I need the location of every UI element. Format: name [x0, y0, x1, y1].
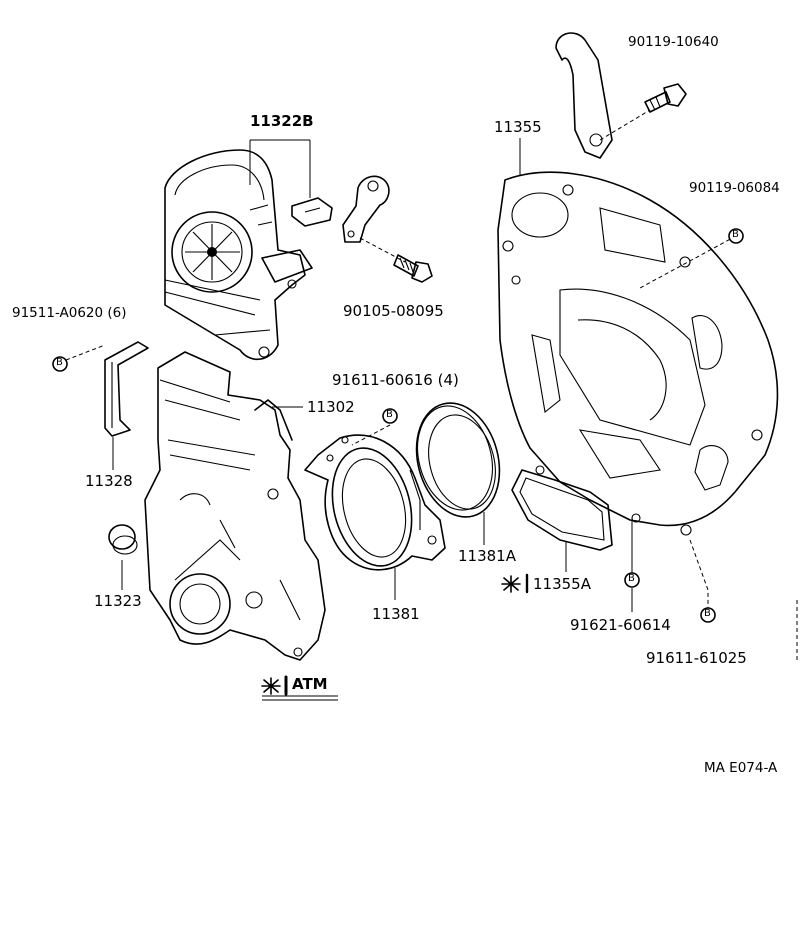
cover-bracket — [342, 175, 390, 243]
bolt-marker-90119-06084 — [728, 228, 744, 244]
bracket-bolt-leader — [359, 237, 406, 263]
plug-11323 — [108, 524, 138, 555]
label-11355a: 11355A — [533, 575, 591, 593]
lower-timing-cover — [144, 351, 326, 661]
label-90119-10640: 90119-10640 — [628, 34, 719, 50]
oil-seal-11381a — [415, 402, 501, 518]
label-91621-60614: 91621-60614 — [570, 616, 671, 634]
bolt-marker-91611-60616 — [382, 408, 398, 424]
leader-atm-underline — [262, 695, 338, 701]
upper-timing-cover — [164, 149, 313, 360]
gasket-11355a — [511, 469, 613, 551]
bolt-marker-91611-61025 — [700, 607, 716, 623]
bolt-letter: B — [56, 357, 63, 368]
lifting-hook — [555, 32, 613, 159]
label-11381: 11381 — [372, 605, 420, 623]
bolt-letter: B — [386, 409, 393, 420]
label-90105-08095: 90105-08095 — [343, 302, 444, 320]
asterisk-11355a — [501, 573, 529, 594]
label-91511-a0620: 91511-A0620 (6) — [12, 305, 127, 321]
gasket-11328 — [104, 341, 149, 437]
end-plate-11355 — [497, 171, 779, 536]
leader-91611-60616 — [351, 424, 391, 446]
label-11323: 11323 — [94, 592, 142, 610]
asterisk-atm — [261, 675, 288, 696]
seal-retainer-11381 — [304, 434, 446, 571]
bolt-90119-10640 — [644, 83, 687, 113]
bolt-letter: B — [628, 573, 635, 584]
bolt-letter: B — [732, 229, 739, 240]
bolt-marker-91621 — [624, 572, 640, 588]
label-91611-61025: 91611-61025 — [646, 649, 747, 667]
label-11381a: 11381A — [458, 547, 516, 565]
label-atm: ATM — [292, 675, 328, 693]
label-11355: 11355 — [494, 118, 542, 136]
bolt-90105 — [393, 254, 433, 283]
label-11302: 11302 — [307, 398, 355, 416]
hook-bolt-leader — [599, 109, 651, 141]
label-91611-60616: 91611-60616 (4) — [332, 371, 459, 389]
leader-91511 — [65, 344, 106, 361]
leader-91611-61025 — [689, 539, 709, 608]
leader-11322b — [249, 139, 311, 198]
label-11322b: 11322B — [250, 112, 314, 130]
label-11328: 11328 — [85, 472, 133, 490]
label-90119-06084: 90119-06084 — [689, 180, 780, 196]
belt-guide-clip — [291, 197, 333, 227]
bolt-marker-91511 — [52, 356, 68, 372]
diagram-reference-code: MA E074-A — [704, 760, 778, 776]
bolt-letter: B — [704, 608, 711, 619]
